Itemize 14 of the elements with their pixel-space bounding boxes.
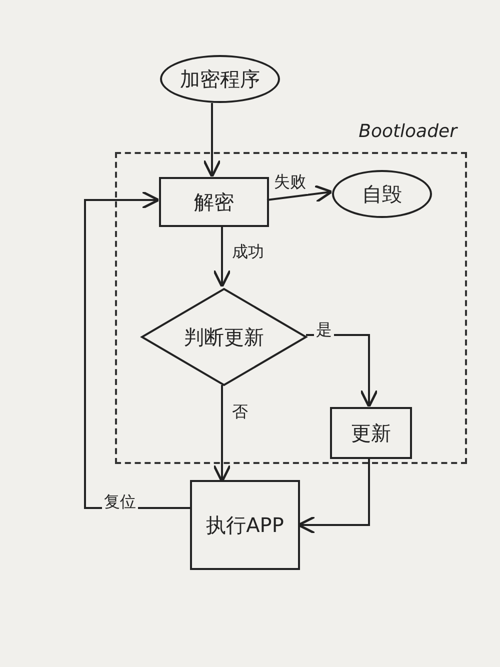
- arrow: [84, 190, 190, 509]
- arrow: [202, 103, 222, 178]
- start-ellipse: 自毁: [332, 170, 432, 218]
- decision-diamond: 判断更新: [140, 287, 308, 387]
- process-box: 执行APP: [190, 480, 300, 570]
- start-ellipse: 加密程序: [160, 55, 280, 103]
- region-title: Bootloader: [358, 120, 457, 144]
- process-box: 解密: [159, 177, 269, 227]
- arrow: [212, 225, 232, 288]
- arrow: [297, 457, 370, 534]
- arrow: [266, 184, 333, 203]
- process-box: 更新: [330, 407, 412, 459]
- arrow: [306, 334, 378, 408]
- arrow: [212, 385, 232, 483]
